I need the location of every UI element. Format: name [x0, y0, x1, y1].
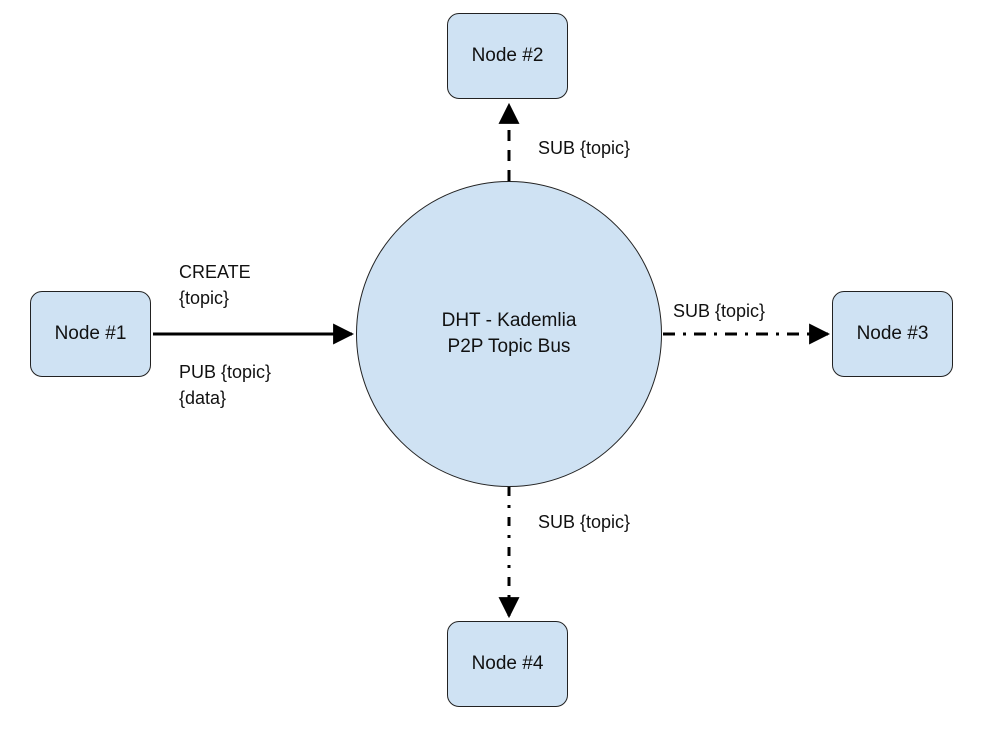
create-label-line1: CREATE — [179, 262, 251, 282]
create-label-line2: {topic} — [179, 288, 230, 308]
node-1-box: Node #1 — [30, 291, 151, 377]
node-4-box: Node #4 — [447, 621, 568, 707]
hub-title: DHT - Kademlia — [441, 310, 577, 331]
dht-hub-circle: DHT - Kademlia P2P Topic Bus — [356, 181, 662, 487]
pub-label-line2: {data} — [179, 388, 227, 408]
create-label: CREATE {topic} — [179, 259, 251, 311]
node-2-box: Node #2 — [447, 13, 568, 99]
node-1-label: Node #1 — [54, 323, 127, 344]
pub-label-line1: PUB {topic} — [179, 362, 272, 382]
sub-node3-label: SUB {topic} — [673, 301, 766, 321]
pub-label: PUB {topic} {data} — [179, 359, 271, 411]
node-3-label: Node #3 — [856, 323, 929, 344]
node-2-label: Node #2 — [471, 45, 544, 66]
sub-node4-label: SUB {topic} — [538, 512, 631, 532]
node-3-box: Node #3 — [832, 291, 953, 377]
hub-subtitle: P2P Topic Bus — [447, 336, 571, 357]
sub-node2-label: SUB {topic} — [538, 138, 631, 158]
node-4-label: Node #4 — [471, 653, 544, 674]
